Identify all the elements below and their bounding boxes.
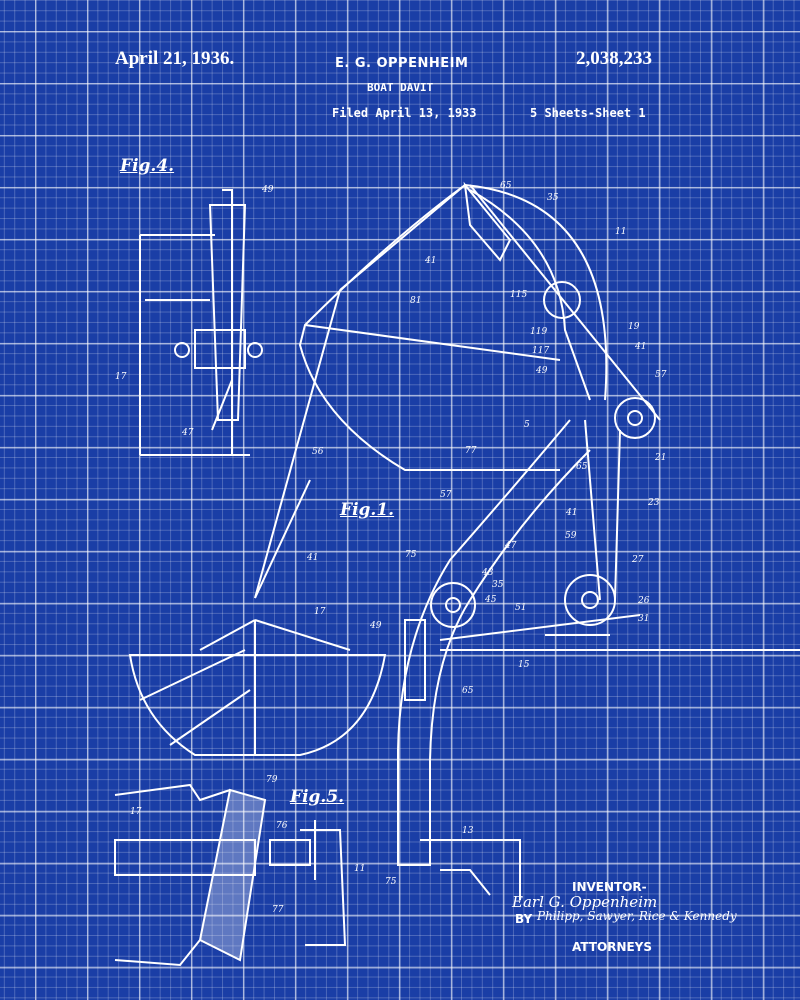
ref-numeral: 117 [532, 346, 550, 356]
ref-numeral: 35 [492, 580, 504, 590]
ref-numeral: 41 [307, 553, 319, 563]
ref-numeral: 49 [262, 185, 274, 195]
ref-numeral: 45 [485, 595, 497, 605]
ref-numeral: 47 [505, 541, 517, 551]
ref-numeral: 57 [440, 490, 452, 500]
ref-numeral: 57 [655, 370, 667, 380]
inventor-header: E. G. OPPENHEIM [335, 56, 469, 71]
ref-numeral: 41 [425, 256, 437, 266]
ref-numeral: 56 [312, 447, 324, 457]
ref-numeral: 77 [272, 905, 284, 915]
fig5-drawing [114, 783, 347, 967]
fig1-drawing [254, 181, 800, 900]
ref-numeral: 115 [510, 290, 528, 300]
ref-numeral: 27 [632, 555, 644, 565]
ref-numeral: 76 [276, 821, 288, 831]
attorneys-label: ATTORNEYS [572, 940, 653, 954]
ref-numeral: 15 [518, 660, 530, 670]
ref-numeral: 5 [524, 420, 530, 430]
patent-title: BOAT DAVIT [367, 81, 434, 94]
ref-numeral: 35 [547, 193, 559, 203]
ref-numeral: 77 [465, 446, 477, 456]
ref-numeral: 13 [462, 826, 474, 836]
ref-numeral: 31 [638, 614, 650, 624]
fig1-lower-boat [128, 479, 387, 756]
inventor-label: INVENTOR- [572, 880, 647, 894]
ref-numeral: 43 [482, 568, 494, 578]
fig4-label: Fig.4. [120, 156, 175, 176]
ref-numeral: 51 [515, 603, 527, 613]
filed-date: Filed April 13, 1933 [332, 106, 477, 120]
ref-numeral: 65 [462, 686, 474, 696]
ref-numeral: 17 [314, 607, 326, 617]
inventor-signature: Earl G. Oppenheim [512, 893, 658, 911]
ref-numeral: 119 [530, 327, 548, 337]
attorneys-signature: Philipp, Sawyer, Rice & Kennedy [537, 909, 737, 923]
ref-numeral: 11 [354, 864, 366, 874]
ref-numeral: 11 [615, 227, 627, 237]
ref-numeral: 81 [410, 296, 422, 306]
ref-numeral: 41 [635, 342, 647, 352]
fig4-drawing [139, 189, 263, 456]
fig1-label: Fig.1. [340, 500, 395, 520]
ref-numeral: 65 [500, 181, 512, 191]
ref-numeral: 26 [638, 596, 650, 606]
ref-numeral: 49 [370, 621, 382, 631]
ref-numeral: 59 [565, 531, 577, 541]
ref-numeral: 79 [266, 775, 278, 785]
ref-numeral: 17 [115, 372, 127, 382]
ref-numeral: 47 [182, 428, 194, 438]
ref-numeral: 23 [648, 498, 660, 508]
ref-numeral: 75 [385, 877, 397, 887]
ref-numeral: 21 [655, 453, 667, 463]
ref-numeral: 49 [536, 366, 548, 376]
ref-numeral: 19 [628, 322, 640, 332]
fig5-label: Fig.5. [290, 787, 345, 807]
patent-date: April 21, 1936. [115, 48, 235, 69]
sheet-count: 5 Sheets-Sheet 1 [530, 106, 646, 120]
ref-numeral: 65 [576, 462, 588, 472]
by-label: BY [515, 912, 533, 926]
patent-number: 2,038,233 [576, 48, 652, 69]
ref-numeral: 17 [130, 807, 142, 817]
ref-numeral: 75 [405, 550, 417, 560]
ref-numeral: 41 [566, 508, 578, 518]
